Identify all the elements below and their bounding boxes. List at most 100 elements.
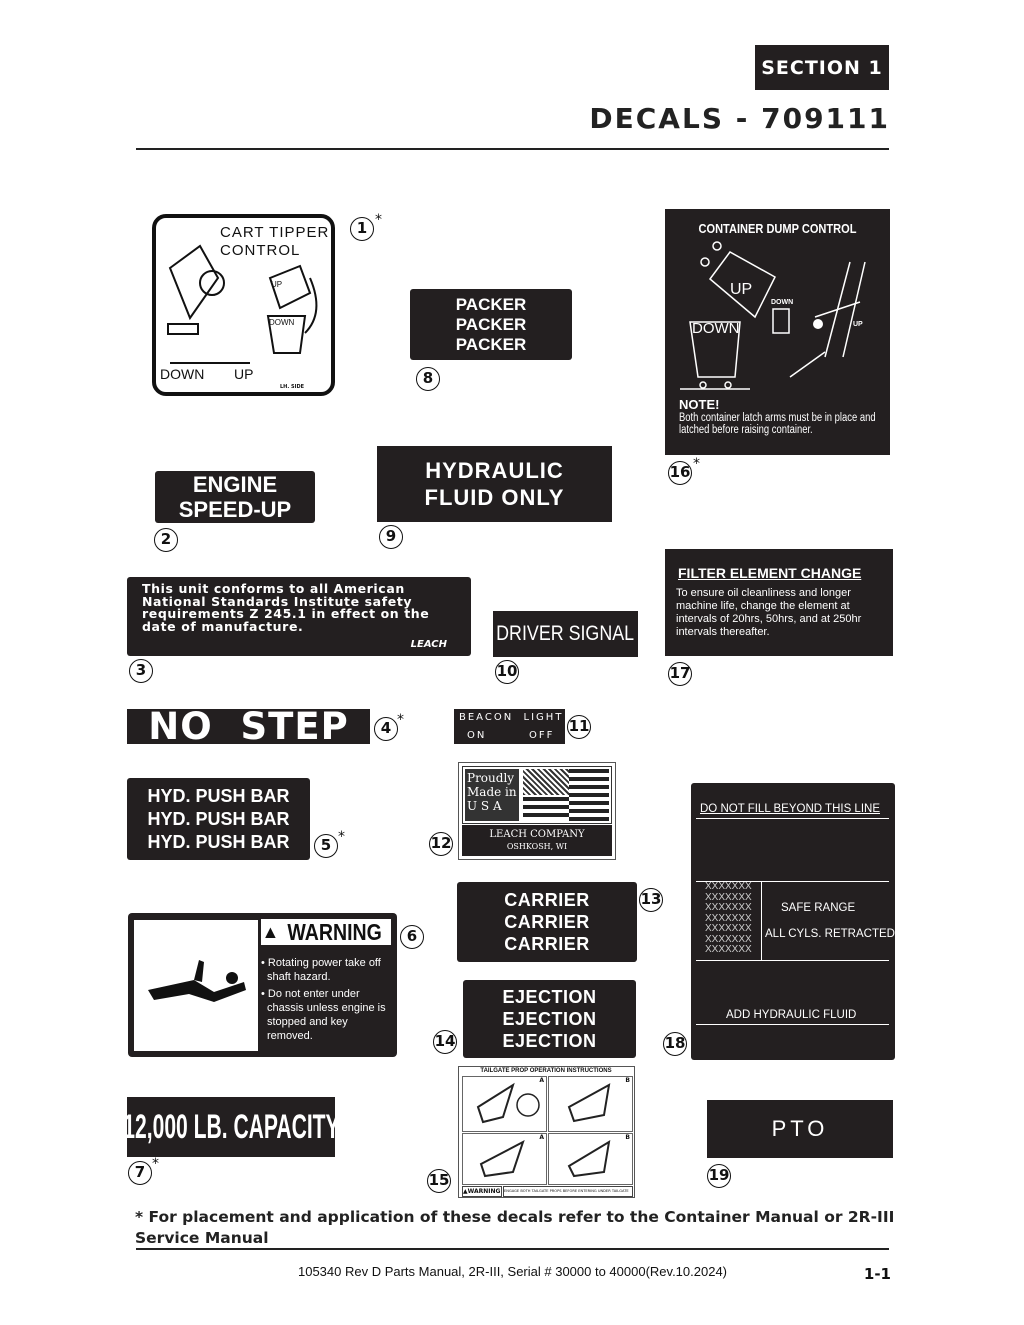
footnote: * For placement and application of these… <box>135 1208 895 1247</box>
asterisk: * <box>375 212 382 228</box>
decal-text: LH. SIDE <box>280 384 305 390</box>
decal-filter-element-change: FILTER ELEMENT CHANGE To ensure oil clea… <box>665 549 893 656</box>
callout-6: 6 <box>400 925 424 949</box>
header-divider <box>136 148 889 150</box>
decal-text: DO NOT FILL BEYOND THIS LINE <box>700 803 880 815</box>
decal-text: CARRIER <box>504 890 590 910</box>
decal-text: BEACON LIGHT <box>459 712 564 723</box>
callout-7: 7 <box>128 1161 152 1185</box>
decal-text: ENGINE <box>192 472 278 497</box>
callout-10: 10 <box>495 660 519 684</box>
usa-flag: Proudly Made in U S A <box>462 766 612 824</box>
callout-18: 18 <box>663 1032 687 1056</box>
decal-text: HYDRAULIC <box>425 458 564 483</box>
decal-text: UP <box>853 321 863 328</box>
decal-pto: PTO <box>707 1100 893 1158</box>
decal-text: CONTROL <box>220 242 301 259</box>
callout-12: 12 <box>429 832 453 856</box>
callout-1: 1 <box>350 217 374 241</box>
decal-text: CARRIER <box>504 912 590 932</box>
decal-text: OFF <box>529 730 555 741</box>
decal-capacity: 12,000 LB. CAPACITY <box>123 1097 339 1157</box>
decal-text: WARNING <box>467 1188 501 1195</box>
decal-text: Do not enter under chassis unless engine… <box>267 988 386 1042</box>
decal-beacon-light: BEACON LIGHT ON OFF <box>454 709 565 744</box>
decal-text: SPEED-UP <box>178 497 292 522</box>
callout-11: 11 <box>567 715 591 739</box>
decal-text: EJECTION <box>502 987 597 1007</box>
footer-divider <box>136 1248 889 1250</box>
decal-text: Rotating power take off shaft hazard. <box>267 957 381 983</box>
decal-text: TAILGATE PROP OPERATION INSTRUCTIONS <box>480 1068 612 1074</box>
decal-text: OSHKOSH, WI <box>506 841 568 851</box>
footer-document-info: 105340 Rev D Parts Manual, 2R-III, Seria… <box>297 1264 727 1279</box>
asterisk: * <box>338 829 345 845</box>
instruction-panel: B <box>548 1133 633 1185</box>
decal-text: PACKER <box>455 294 527 314</box>
decal-text: FLUID ONLY <box>424 485 565 510</box>
callout-2: 2 <box>154 528 178 552</box>
callout-8: 8 <box>416 367 440 391</box>
decal-text: UP <box>234 366 254 382</box>
decal-text: This unit conforms to all American Natio… <box>142 581 430 634</box>
decal-text: Both container latch arms must be in pla… <box>679 412 876 436</box>
decal-text: CARRIER <box>504 934 590 954</box>
decal-text: DRIVER SIGNAL <box>496 622 635 645</box>
decal-text: PACKER <box>455 334 527 354</box>
decal-text: 12,000 LB. CAPACITY <box>122 1107 340 1146</box>
decal-driver-signal: DRIVER SIGNAL <box>493 611 638 657</box>
instruction-panel: B <box>548 1076 633 1132</box>
warning-bullets: • Rotating power take off shaft hazard. … <box>261 957 386 1042</box>
decal-text: EJECTION <box>502 1031 597 1051</box>
warning-header: ▲ WARNING <box>261 919 391 945</box>
decal-text: NOTE! <box>679 397 720 412</box>
decal-text: ALL CYLS. RETRACTED <box>765 928 895 940</box>
callout-5: 5 <box>314 834 338 858</box>
decal-text: PACKER <box>455 314 527 334</box>
warning-triangle-icon: ▲ <box>261 921 280 942</box>
instruction-panel: A <box>462 1133 547 1185</box>
decal-container-dump-control: CONTAINER DUMP CONTROL UP DOWN DOWN UP N… <box>665 209 890 455</box>
container-dump-illustration <box>680 241 866 390</box>
decal-text: HYD. PUSH BAR <box>147 785 290 806</box>
decal-tailgate-prop-instructions: TAILGATE PROP OPERATION INSTRUCTIONS A B… <box>458 1066 635 1198</box>
decal-text: DOWN <box>269 318 295 327</box>
callout-3: 3 <box>129 659 153 683</box>
leach-logo: LEACH <box>410 639 447 650</box>
pto-hazard-pictogram <box>134 920 258 1051</box>
asterisk: * <box>693 456 700 472</box>
instruction-panel: A <box>462 1076 547 1132</box>
decal-ansi-conformity: This unit conforms to all American Natio… <box>127 577 471 656</box>
decal-text: FILTER ELEMENT CHANGE <box>678 565 862 581</box>
decal-text: CART TIPPER <box>220 224 330 241</box>
asterisk: * <box>397 712 404 728</box>
decal-text: DOWN <box>160 366 205 382</box>
decal-text: Proudly Made in U S A <box>467 771 517 813</box>
warning-label: ▲WARNING <box>462 1186 502 1197</box>
callout-16: 16 <box>668 461 692 485</box>
callout-19: 19 <box>707 1164 731 1188</box>
decal-text: DOWN <box>692 320 740 337</box>
decal-pto-warning: ▲ WARNING • Rotating power take off shaft… <box>128 913 397 1057</box>
decal-text: HYD. PUSH BAR <box>147 808 290 829</box>
page-number: 1-1 <box>863 1265 891 1283</box>
decal-text: HYD. PUSH BAR <box>147 831 290 852</box>
section-badge: SECTION 1 <box>755 45 889 90</box>
callout-17: 17 <box>668 662 692 686</box>
callout-14: 14 <box>433 1030 457 1054</box>
callout-9: 9 <box>379 525 403 549</box>
decal-text: WARNING <box>287 918 383 945</box>
decal-text: SAFE RANGE <box>781 902 856 914</box>
decal-text: ADD HYDRAULIC FLUID <box>726 1009 857 1021</box>
decal-text: ON <box>467 730 487 741</box>
